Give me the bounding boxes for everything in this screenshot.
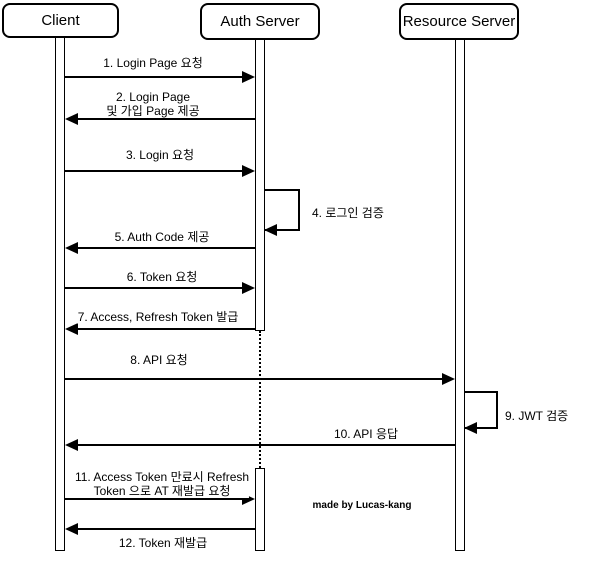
arrowhead-right-icon — [242, 165, 255, 177]
message-11-arrow — [65, 498, 244, 500]
message-6-label: 6. Token 요청 — [126, 270, 198, 284]
message-11-label: 11. Access Token 만료시 Refresh Token 으로 AT… — [74, 470, 250, 498]
message-5-label: 5. Auth Code 제공 — [114, 230, 210, 244]
message-4-self-loop — [264, 189, 300, 236]
activation-bar-resource-server — [455, 39, 465, 551]
message-2-label-line-2: 및 가입 Page 제공 — [106, 104, 200, 118]
message-8-label: 8. API 요청 — [130, 353, 188, 367]
message-5-arrow — [78, 247, 255, 249]
message-2-label-line-1: 2. Login Page — [115, 90, 191, 104]
message-2-arrow — [78, 118, 255, 120]
message-7-label: 7. Access, Refresh Token 발급 — [77, 310, 239, 324]
activation-bar-auth-server-2 — [255, 468, 265, 551]
message-8-arrow — [65, 378, 444, 380]
message-11-label-line-1: 11. Access Token 만료시 Refresh — [74, 470, 250, 484]
activation-bar-auth-server-1 — [255, 39, 265, 331]
arrowhead-left-icon — [264, 224, 277, 236]
arrowhead-left-icon — [65, 323, 78, 335]
actor-box-client: Client — [2, 3, 119, 38]
arrowhead-right-icon — [242, 71, 255, 83]
message-1-label: 1. Login Page 요청 — [103, 56, 203, 70]
author-note: made by Lucas-kang — [312, 500, 412, 511]
arrowhead-left-icon — [65, 523, 78, 535]
message-10-label: 10. API 응답 — [333, 427, 399, 441]
message-6-arrow — [65, 287, 244, 289]
message-3-arrow — [65, 170, 244, 172]
lifeline-dashed-auth-server — [259, 331, 261, 468]
message-9-label: 9. JWT 검증 — [505, 409, 569, 423]
message-9-self-loop — [464, 391, 498, 434]
activation-bar-client — [55, 37, 65, 551]
message-12-label: 12. Token 재발급 — [118, 536, 208, 550]
message-2-label: 2. Login Page 및 가입 Page 제공 — [106, 90, 200, 118]
arrowhead-left-icon — [65, 113, 78, 125]
actor-label-auth-server: Auth Server — [220, 13, 300, 30]
actor-label-client: Client — [41, 12, 80, 29]
message-10-arrow — [78, 444, 455, 446]
message-3-label: 3. Login 요청 — [125, 148, 195, 162]
arrowhead-left-icon — [65, 439, 78, 451]
message-12-arrow — [78, 528, 255, 530]
arrowhead-right-icon — [242, 282, 255, 294]
actor-box-auth-server: Auth Server — [200, 3, 320, 40]
arrowhead-right-icon — [442, 373, 455, 385]
message-4-label: 4. 로그인 검증 — [312, 206, 384, 220]
arrowhead-left-icon — [464, 422, 477, 434]
arrowhead-left-icon — [65, 242, 78, 254]
actor-label-resource-server: Resource Server — [402, 13, 516, 30]
message-7-arrow — [78, 328, 255, 330]
message-1-arrow — [65, 76, 244, 78]
message-11-label-line-2: Token 으로 AT 재발급 요청 — [93, 484, 231, 498]
actor-box-resource-server: Resource Server — [399, 3, 519, 40]
